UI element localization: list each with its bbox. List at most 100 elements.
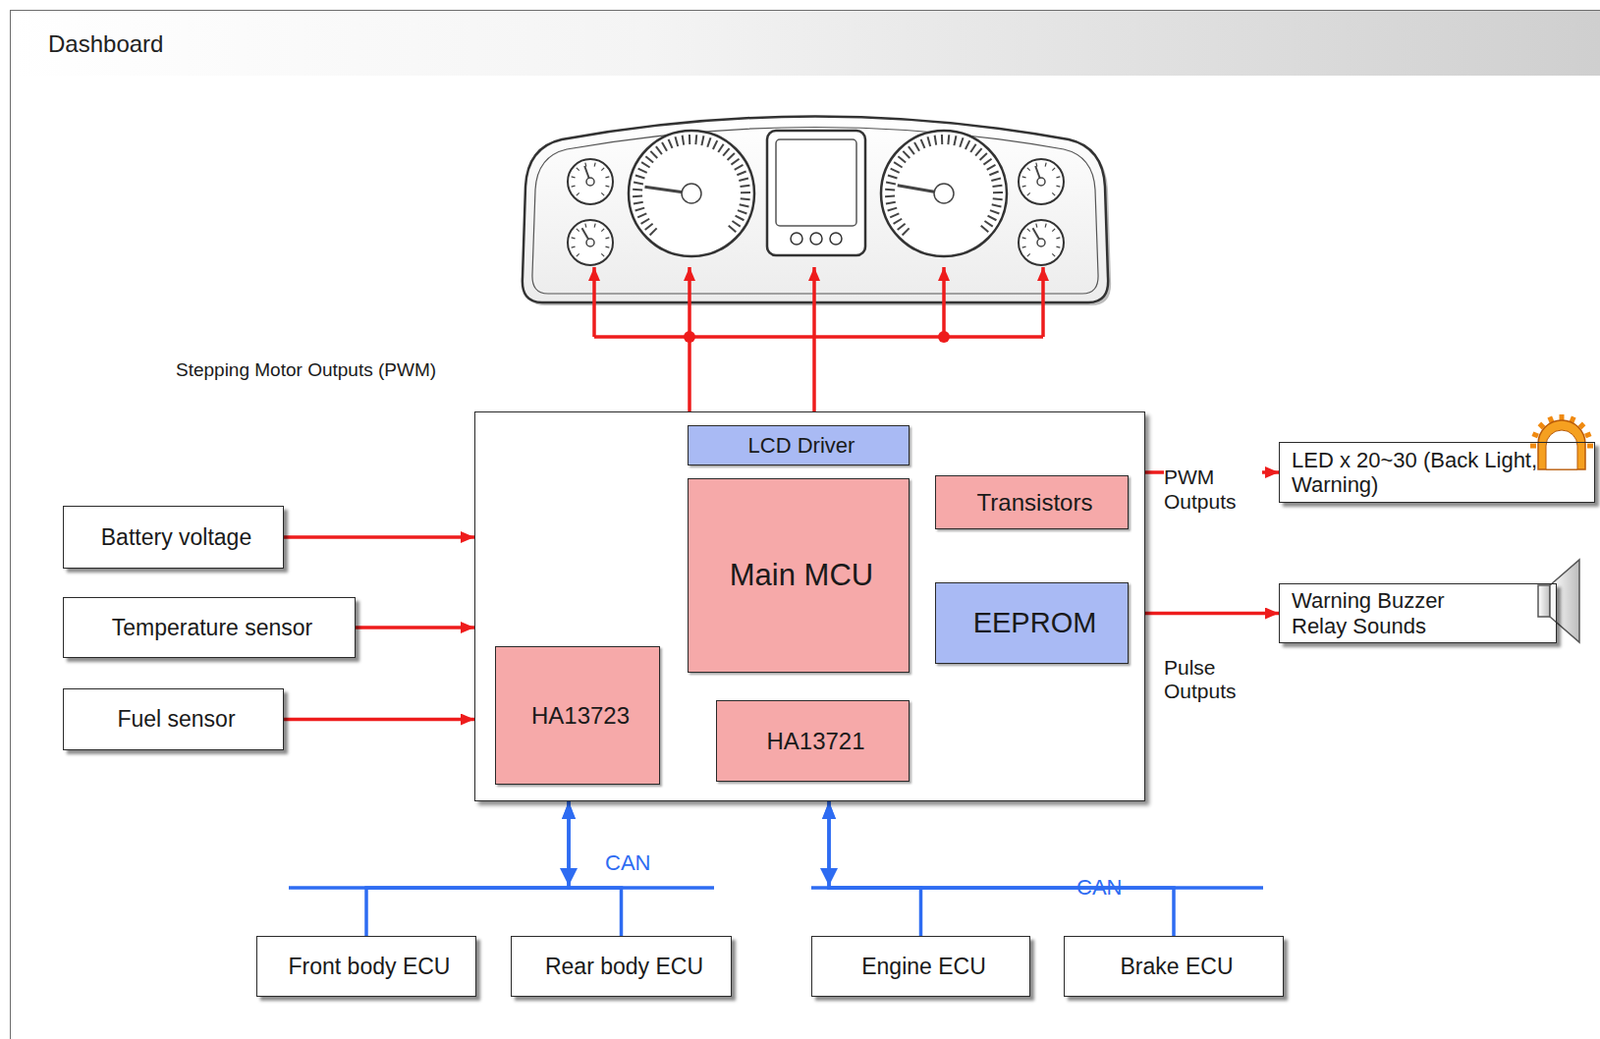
signal-label: Stepping Motor Outputs (PWM) [175,359,1600,382]
node-label: HA13723 [531,702,630,730]
gauge-tick [601,228,605,232]
gauge-tick [884,195,895,199]
wire [592,267,597,337]
signal-arrow [283,717,475,722]
signal-arrow [283,535,475,540]
node-label: Brake ECU [1119,953,1233,980]
instrument-cluster [522,116,1111,307]
gauge-tick [987,165,996,170]
gauge-tick [975,148,982,157]
gauge-tick [632,195,643,199]
gauge-tick [736,171,746,176]
gauge-tick [731,220,740,227]
gauge-tick [605,246,609,248]
gauge-tick [738,177,749,181]
led-ray [1571,416,1574,423]
gauge-tick [921,139,926,149]
gauge-tick [890,168,900,173]
gauge-tick [927,136,931,147]
gauge-tick [601,192,605,196]
gauge-tick [908,146,915,155]
speaker-icon [1538,559,1580,643]
gauge-tick [605,176,609,178]
gauge-tick [1022,246,1027,248]
led-ray [1539,423,1544,428]
led-ray [1587,443,1594,449]
transistor-block: Transistors [935,475,1129,530]
node-label: Temperature sensor [111,614,314,641]
gauge-tick [1055,176,1060,178]
gauge-tick [632,188,643,192]
gauge-tick [641,162,650,167]
gauge-tick [650,227,658,235]
speaker-magnet [1538,585,1550,617]
gauge-tick [965,140,970,150]
gauge-tick [1051,253,1055,257]
gauge-tick [717,144,723,153]
led-ray [1585,434,1592,437]
needle-hub [586,177,595,186]
gauge-tick [740,191,751,194]
gauge-tick [662,142,667,152]
node-label: Engine ECU [861,953,987,980]
gauge-dial [628,130,755,257]
display-button [810,232,823,245]
gauge-tick [993,191,1003,194]
wire [687,336,692,412]
gauge-tick [1055,246,1060,248]
node-label: Main MCU [729,557,874,594]
gauge-tick [1027,167,1031,171]
gauge-tick [576,192,580,196]
driver-ic: HA13723 [495,646,661,785]
gauge-tick [935,135,938,146]
gauge-tick [1051,192,1055,196]
gauge-tick [959,137,963,147]
signal-arrow [355,625,475,630]
edge-label: Pulse Outputs [1163,656,1263,704]
gauge-dial [567,159,613,205]
gauge-tick [1022,185,1027,187]
gauge-tick [897,156,906,163]
gauge-tick [887,174,898,178]
gauge-dial [1018,220,1064,266]
lcd-display [767,130,866,256]
gauge-tick [983,159,992,166]
gauge-tick [740,185,751,187]
gauge-tick [594,163,596,167]
needle-hub [1037,238,1046,247]
bus-label: CAN [1076,875,1600,900]
gauge-tick [993,198,1003,200]
gauge-tick [576,167,580,171]
gauge-tick [1051,228,1055,232]
led-ray [1559,414,1565,421]
gauge-tick [946,134,950,145]
needle-hub [934,183,954,204]
gauge-tick [674,136,678,147]
gauge-tick [571,185,576,187]
gauge-tick [576,228,580,232]
led-ray [1549,416,1552,423]
mcu-chip: Main MCU [687,478,910,673]
gauge-tick [893,162,902,167]
gauge-dial [1018,159,1064,205]
sensor-box: Temperature sensor [62,597,356,659]
wire [594,334,1044,339]
gauge-tick [990,210,999,214]
led-dome [1538,420,1586,470]
gauge-tick [571,237,576,239]
gauge-tick [1051,167,1055,171]
gauge-tick [727,153,735,161]
gauge-tick [1045,163,1047,167]
gauge-tick [984,220,993,227]
gauge-tick [889,213,899,218]
gauge-tick [713,140,718,150]
gauge-tick [991,177,1001,181]
can-link [828,801,1174,937]
ecu-box: Front body ECU [256,936,477,997]
led-ray [1532,434,1539,437]
gauge-tick [650,151,658,159]
gauge-tick [1027,253,1031,257]
node-label: Fuel sensor [116,706,235,732]
